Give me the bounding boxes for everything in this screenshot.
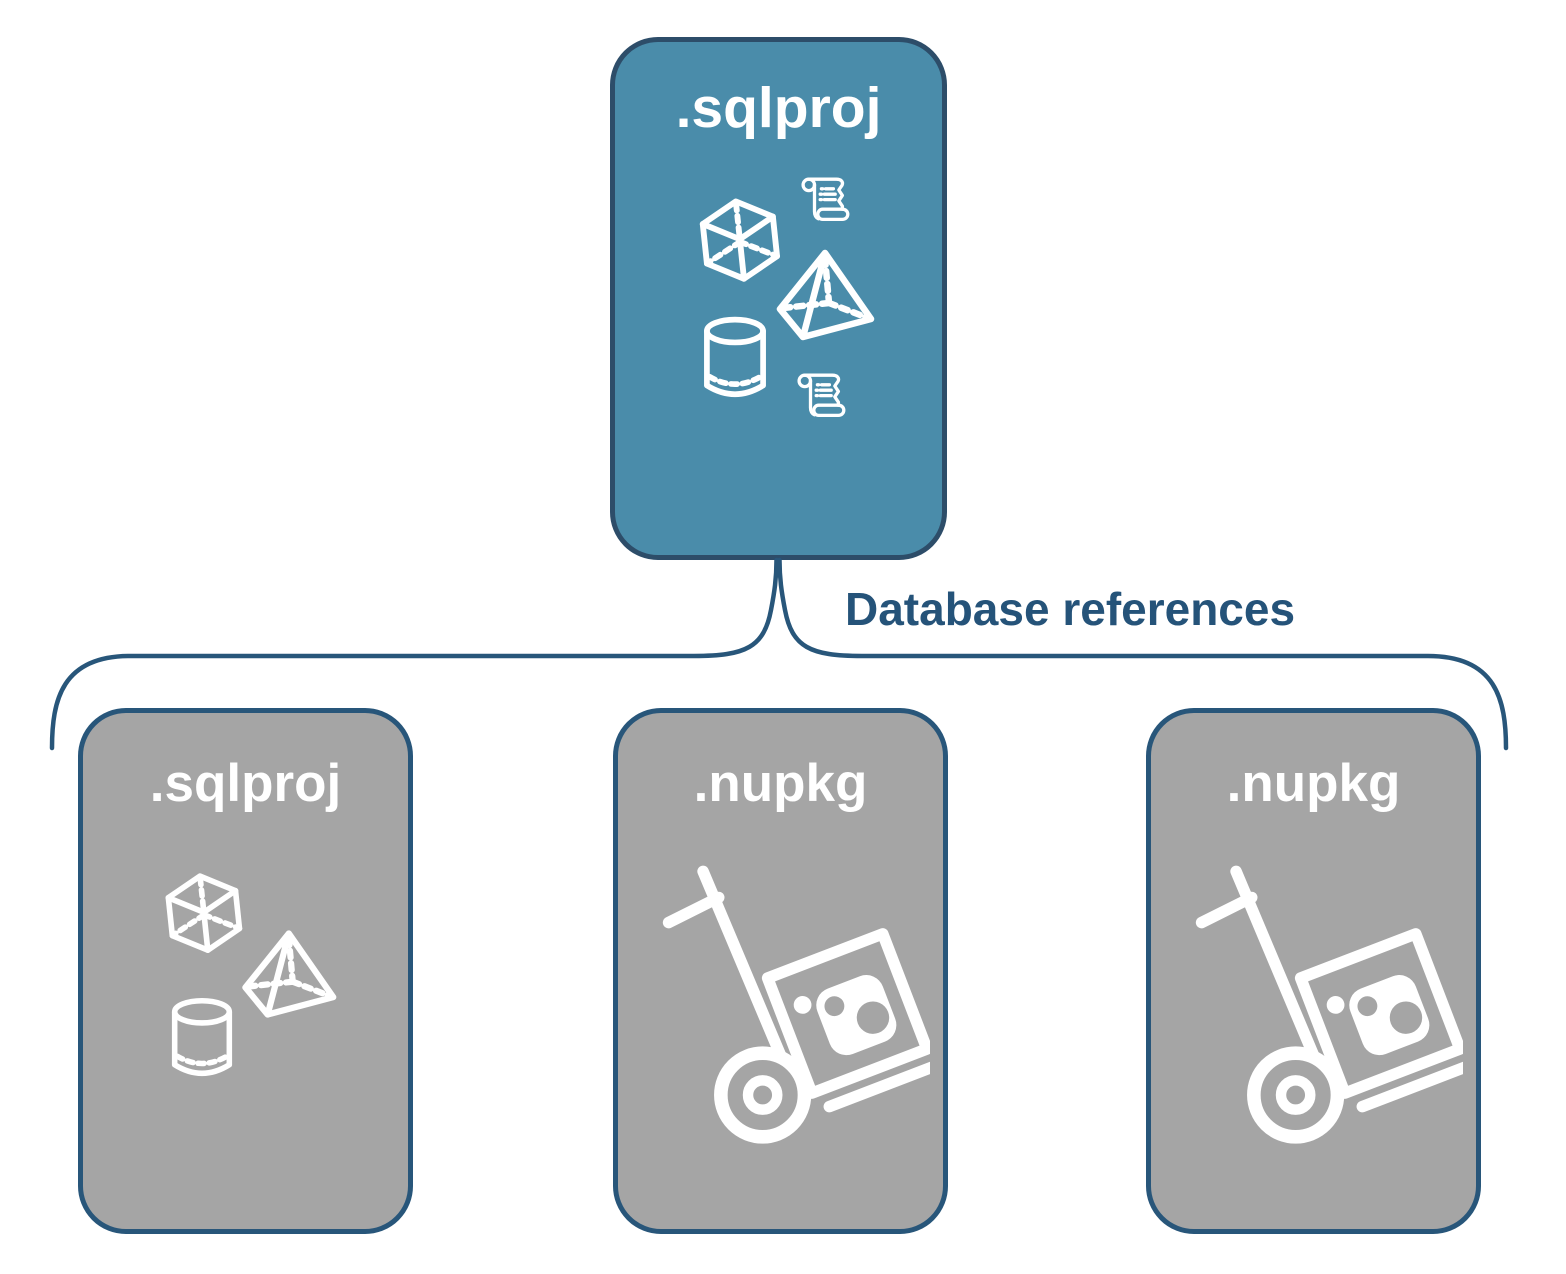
hand-truck-package-icon <box>1191 863 1463 1187</box>
root-box-sqlproj: .sqlproj <box>610 37 947 560</box>
pyramid-icon <box>231 925 339 1023</box>
child-box-title: .nupkg <box>1226 754 1401 813</box>
cylinder-icon <box>167 997 237 1083</box>
cylinder-icon <box>699 316 771 404</box>
pyramid-icon <box>765 244 877 346</box>
child-box-title: .nupkg <box>693 754 868 813</box>
child-box-title: .sqlproj <box>149 754 342 813</box>
hand-truck-package-icon <box>658 863 930 1187</box>
child-box-nupkg-1: .nupkg <box>613 708 948 1234</box>
child-box-nupkg-2: .nupkg <box>1146 708 1481 1234</box>
child-box-sqlproj: .sqlproj <box>78 708 413 1234</box>
scroll-icon <box>795 172 855 232</box>
scroll-icon <box>791 368 851 428</box>
connector-label: Database references <box>845 583 1296 635</box>
root-box-title: .sqlproj <box>675 76 882 140</box>
